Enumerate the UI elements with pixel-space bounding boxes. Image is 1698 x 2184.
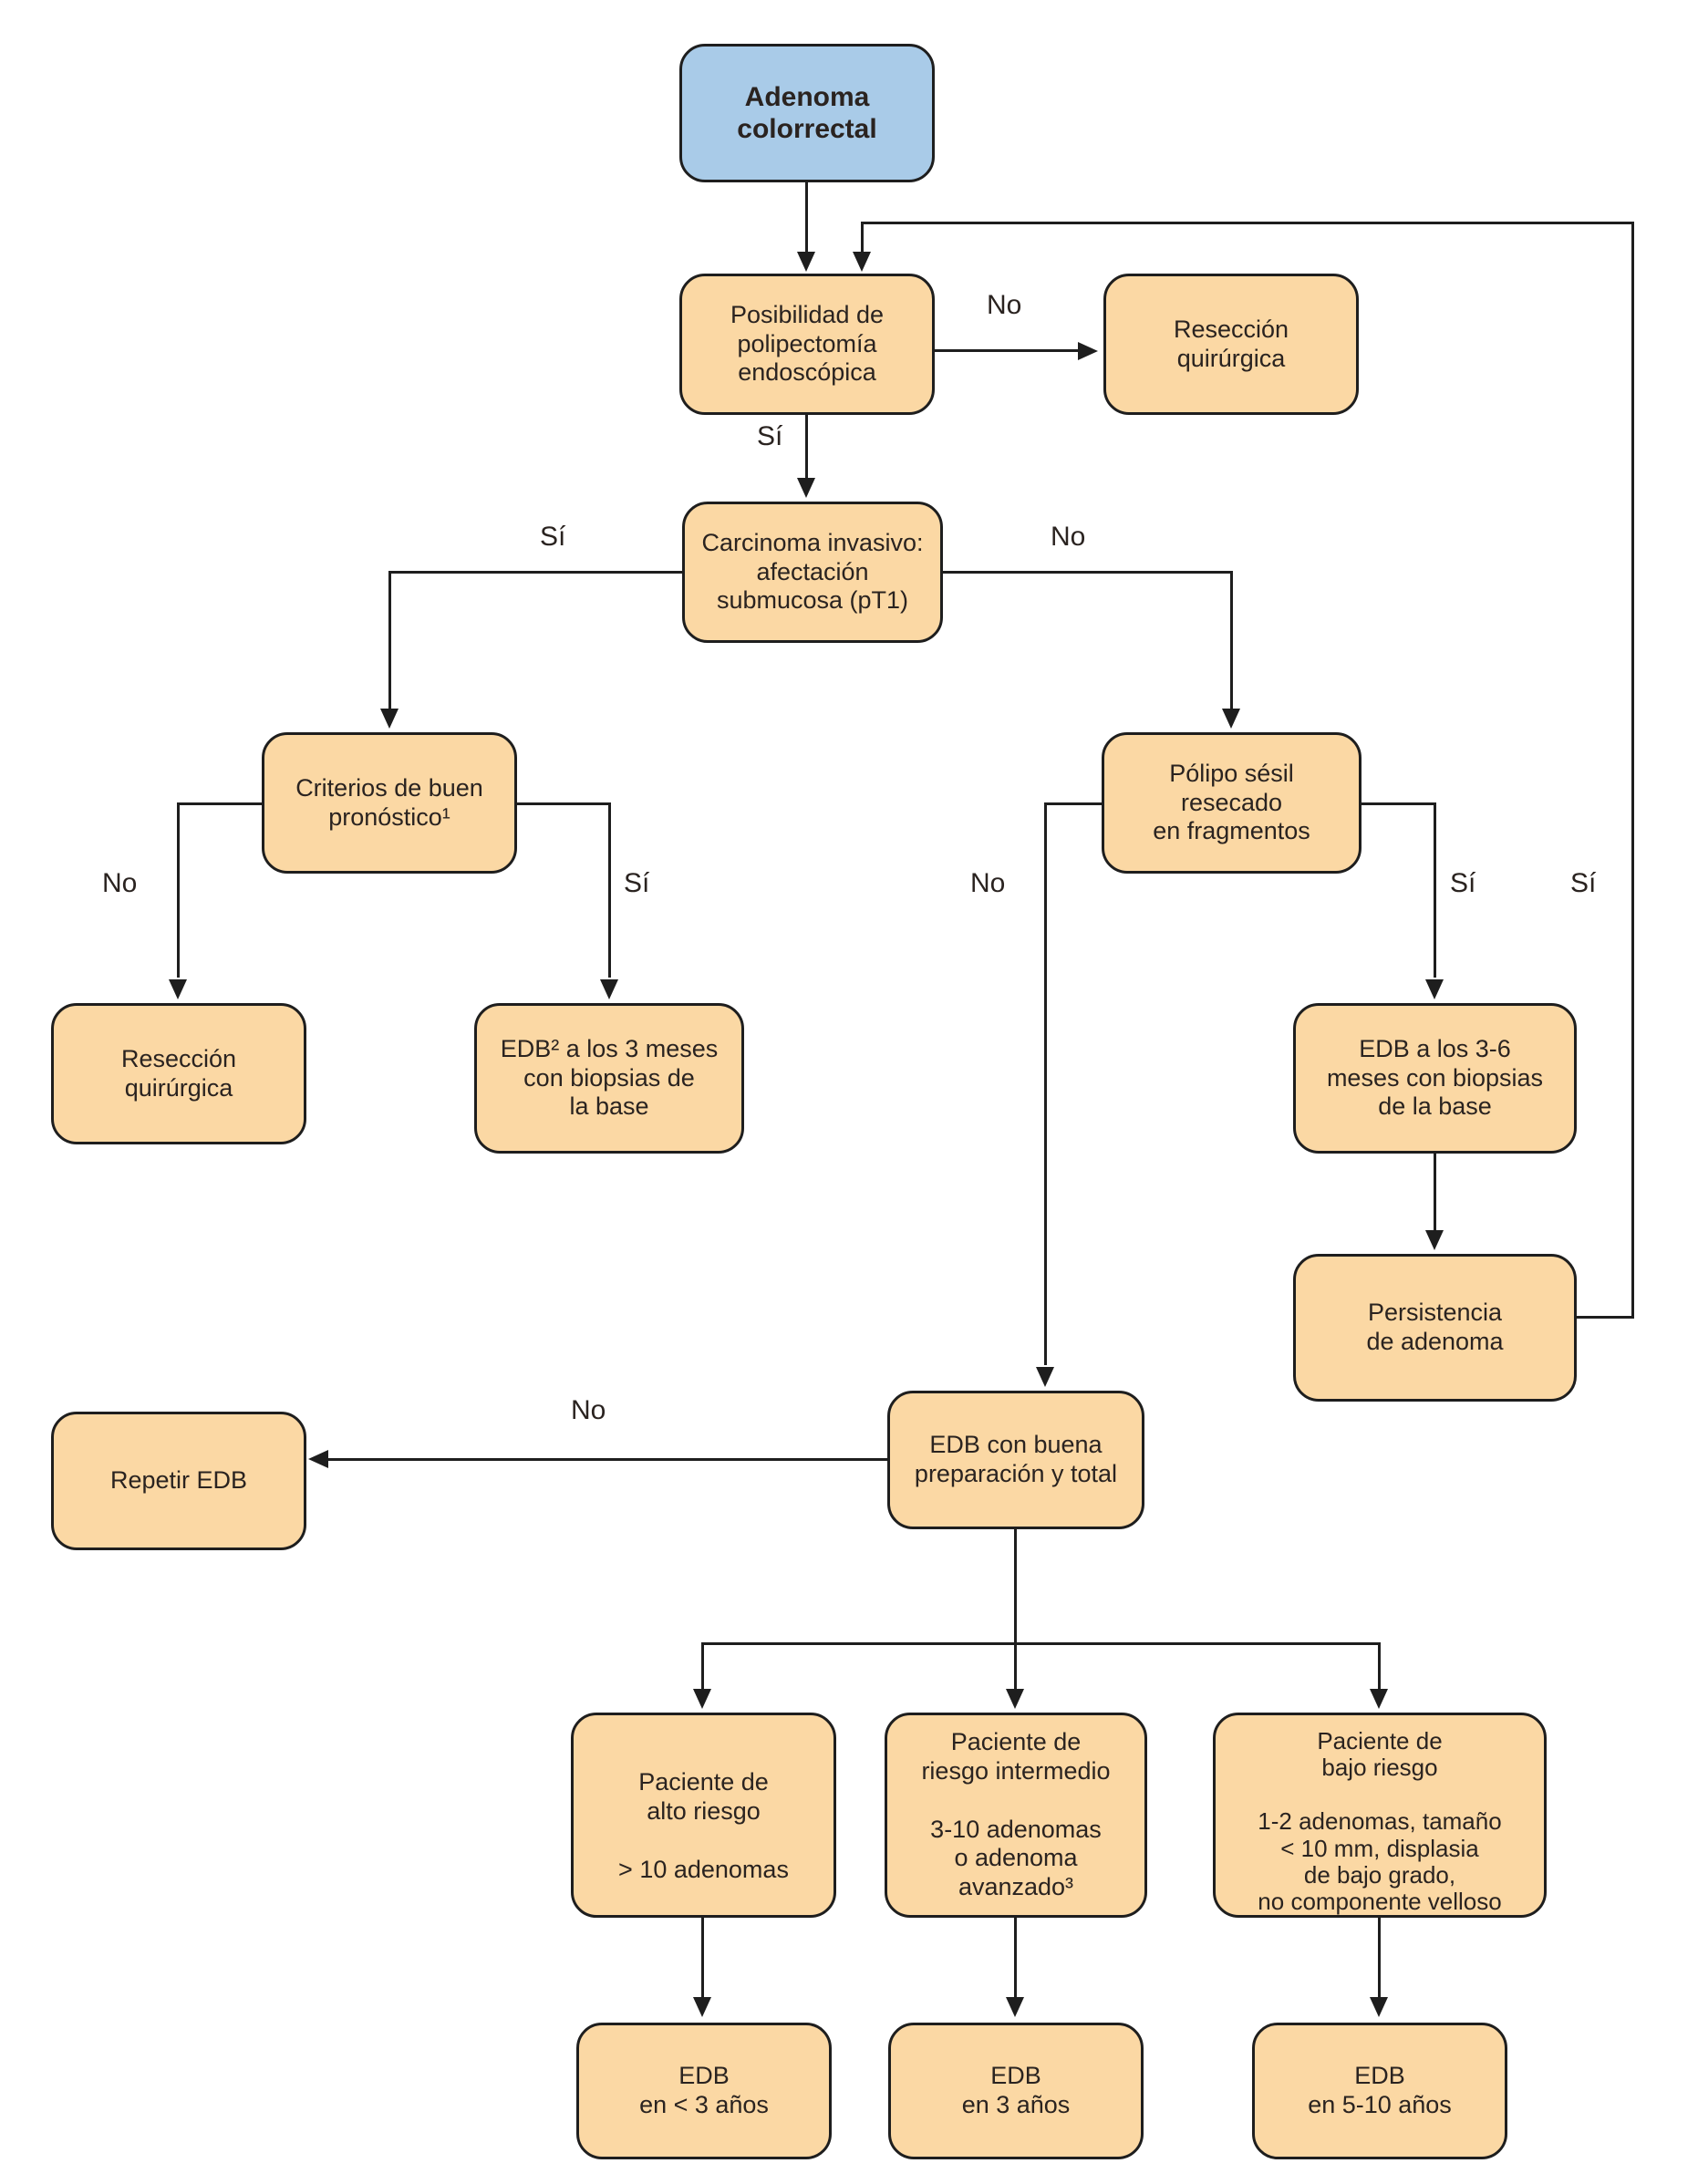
arrowhead-criterios-edb2	[600, 979, 618, 999]
arrowhead-bajo	[1370, 1689, 1388, 1709]
connector-bajo-edb	[1378, 1918, 1381, 1997]
arrowhead-posibilidad-carcinoma	[797, 478, 815, 498]
arrowhead-intermedio-edb	[1006, 1997, 1024, 2017]
connector-feedback-drop	[861, 222, 864, 254]
label-si-posibilidad: Sí	[757, 421, 783, 451]
arrowhead-edbbuena-repetir	[308, 1450, 328, 1468]
connector-carcinoma-polipo	[1230, 571, 1233, 709]
label-si-persistencia: Sí	[1570, 868, 1597, 898]
node-polipo-sesil: Pólipo sésil resecado en fragmentos	[1102, 732, 1362, 874]
node-polipo-sesil-label: Pólipo sésil resecado en fragmentos	[1153, 759, 1310, 845]
arrowhead-adenoma-posibilidad	[797, 252, 815, 272]
node-reseccion-quirurgica-izquierda-label: Resección quirúrgica	[120, 1044, 237, 1102]
node-edb-3-6-meses: EDB a los 3-6 meses con biopsias de la b…	[1293, 1003, 1577, 1154]
connector-feedback-top-horizontal	[863, 222, 1634, 224]
connector-criterios-right	[517, 802, 610, 805]
node-paciente-bajo-riesgo: Paciente de bajo riesgo 1-2 adenomas, ta…	[1213, 1713, 1547, 1918]
connector-drop-intermedio	[1014, 1642, 1017, 1689]
node-carcinoma-invasivo: Carcinoma invasivo: afectación submucosa…	[682, 502, 943, 643]
connector-carcinoma-left	[389, 571, 682, 574]
connector-polipo-right	[1362, 802, 1435, 805]
connector-adenoma-posibilidad	[805, 182, 808, 254]
node-paciente-alto-riesgo-label: Paciente de alto riesgo > 10 adenomas	[618, 1768, 789, 1883]
arrowhead-criterios-reseccion	[169, 979, 187, 999]
node-persistencia-adenoma: Persistencia de adenoma	[1293, 1254, 1577, 1402]
label-no-edb-buena: No	[571, 1395, 606, 1425]
label-si-criterios: Sí	[624, 868, 650, 898]
arrowhead-posibilidad-reseccion	[1078, 342, 1098, 360]
connector-criterios-edb2	[608, 802, 611, 978]
connector-carcinoma-criterios	[388, 571, 391, 709]
node-paciente-riesgo-intermedio-label: Paciente de riesgo intermedio 3-10 adeno…	[921, 1728, 1111, 1901]
node-posibilidad-polipectomia: Posibilidad de polipectomía endoscópica	[679, 274, 935, 415]
node-edb2-3meses: EDB² a los 3 meses con biopsias de la ba…	[474, 1003, 744, 1154]
arrowhead-feedback-posibilidad	[853, 252, 871, 272]
connector-feedback-bottom-stub	[1577, 1316, 1634, 1319]
connector-distribution	[702, 1642, 1381, 1645]
node-edb-buena-preparacion: EDB con buena preparación y total	[887, 1391, 1144, 1529]
node-edb-3-anos: EDB en 3 años	[888, 2023, 1144, 2159]
arrowhead-bajo-edb	[1370, 1997, 1388, 2017]
node-edb2-3meses-label: EDB² a los 3 meses con biopsias de la ba…	[500, 1034, 719, 1121]
arrowhead-intermedio	[1006, 1689, 1024, 1709]
arrowhead-edb36-persistencia	[1425, 1230, 1444, 1250]
node-edb-5-10-anos: EDB en 5-10 años	[1252, 2023, 1507, 2159]
node-edb-menos-3-anos: EDB en < 3 años	[576, 2023, 832, 2159]
node-carcinoma-invasivo-label: Carcinoma invasivo: afectación submucosa…	[701, 528, 924, 615]
arrowhead-carcinoma-criterios	[380, 709, 399, 729]
label-no-polipo: No	[970, 868, 1006, 898]
label-no-posibilidad: No	[987, 290, 1022, 320]
connector-feedback-right-vertical	[1631, 222, 1634, 1319]
connector-posibilidad-reseccion	[935, 349, 1078, 352]
connector-criterios-reseccion	[177, 802, 180, 978]
label-no-criterios: No	[102, 868, 138, 898]
arrowhead-polipo-edbbuena	[1036, 1367, 1054, 1387]
connector-edbbuena-down	[1014, 1529, 1017, 1645]
connector-intermedio-edb	[1014, 1918, 1017, 1997]
node-edb-3-anos-label: EDB en 3 años	[961, 2062, 1071, 2118]
node-edb-buena-preparacion-label: EDB con buena preparación y total	[914, 1431, 1118, 1487]
node-repetir-edb: Repetir EDB	[51, 1412, 306, 1550]
node-posibilidad-polipectomia-label: Posibilidad de polipectomía endoscópica	[730, 300, 885, 387]
arrowhead-polipo-edb36	[1425, 979, 1444, 999]
arrowhead-alto	[693, 1689, 711, 1709]
connector-edbbuena-repetir	[326, 1458, 887, 1461]
node-criterios-buen-pronostico-label: Criterios de buen pronóstico¹	[295, 773, 483, 831]
connector-edb36-persistencia	[1434, 1154, 1436, 1230]
connector-criterios-left	[179, 802, 262, 805]
connector-polipo-left	[1046, 802, 1102, 805]
connector-alto-edb	[701, 1918, 704, 1997]
node-reseccion-quirurgica-superior: Resección quirúrgica	[1103, 274, 1359, 415]
node-edb-5-10-anos-label: EDB en 5-10 años	[1308, 2062, 1452, 2118]
connector-polipo-edbbuena	[1044, 802, 1047, 1365]
node-paciente-alto-riesgo: Paciente de alto riesgo > 10 adenomas	[571, 1713, 836, 1918]
label-si-polipo: Sí	[1450, 868, 1476, 898]
label-si-carcinoma: Sí	[540, 522, 566, 552]
connector-drop-alto	[701, 1642, 704, 1689]
node-criterios-buen-pronostico: Criterios de buen pronóstico¹	[262, 732, 517, 874]
connector-posibilidad-carcinoma	[805, 415, 808, 479]
node-reseccion-quirurgica-superior-label: Resección quirúrgica	[1173, 315, 1289, 372]
node-paciente-bajo-riesgo-label: Paciente de bajo riesgo 1-2 adenomas, ta…	[1258, 1727, 1502, 1916]
node-edb-menos-3-anos-label: EDB en < 3 años	[639, 2062, 769, 2118]
node-adenoma-colorrectal: Adenoma colorrectal	[679, 44, 935, 182]
node-paciente-riesgo-intermedio: Paciente de riesgo intermedio 3-10 adeno…	[885, 1713, 1147, 1918]
node-repetir-edb-label: Repetir EDB	[109, 1466, 248, 1495]
connector-carcinoma-right	[943, 571, 1232, 574]
label-no-carcinoma: No	[1051, 522, 1086, 552]
node-persistencia-adenoma-label: Persistencia de adenoma	[1366, 1299, 1504, 1355]
arrowhead-alto-edb	[693, 1997, 711, 2017]
connector-polipo-edb36	[1434, 802, 1436, 978]
connector-drop-bajo	[1378, 1642, 1381, 1689]
node-edb-3-6-meses-label: EDB a los 3-6 meses con biopsias de la b…	[1326, 1034, 1544, 1121]
arrowhead-carcinoma-polipo	[1222, 709, 1240, 729]
node-adenoma-colorrectal-label: Adenoma colorrectal	[737, 81, 877, 144]
node-reseccion-quirurgica-izquierda: Resección quirúrgica	[51, 1003, 306, 1144]
